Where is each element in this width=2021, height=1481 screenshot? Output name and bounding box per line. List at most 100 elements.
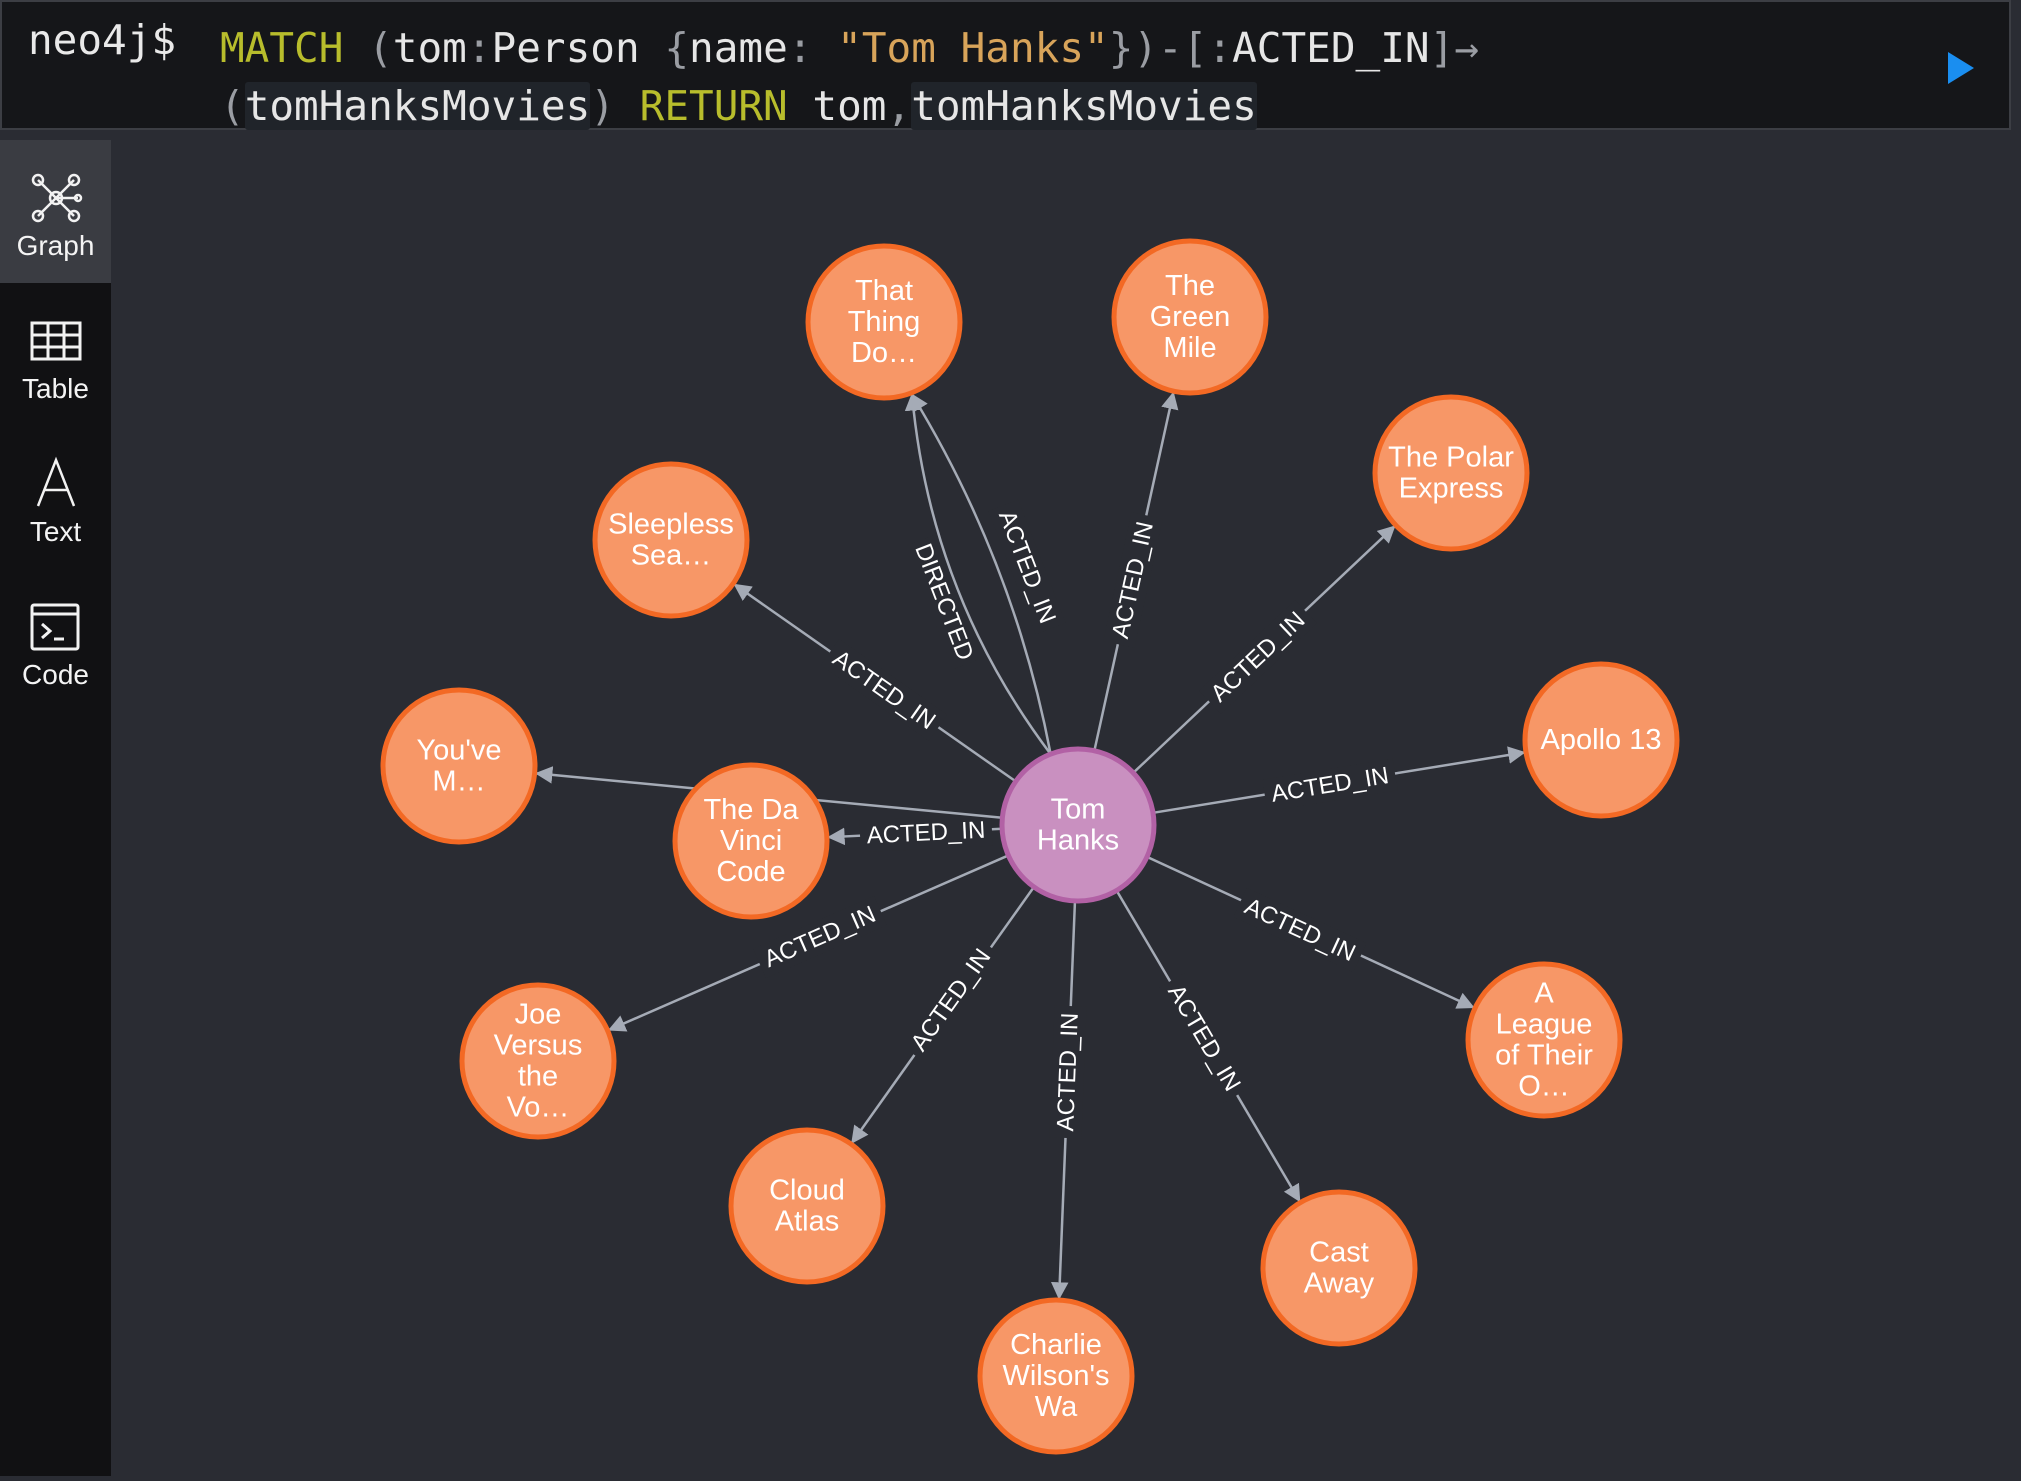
node-caption: Sleepless [608, 509, 734, 541]
sidebar-item-label: Text [29, 516, 82, 547]
node-caption: Versus [494, 1030, 583, 1062]
person-node-tom-hanks-circle[interactable] [999, 746, 1157, 904]
relationship-edge[interactable] [904, 393, 1052, 755]
edge-label-bg [905, 534, 983, 670]
node-caption: Code [716, 856, 785, 888]
sidebar-item-label: Code [22, 659, 89, 690]
node-caption: Joe [515, 999, 562, 1031]
movie-node-that-thing[interactable]: ThatThingDo… [805, 243, 963, 401]
movie-node-youve-mail[interactable]: You'veM… [380, 687, 538, 845]
paren-open: ( [343, 24, 393, 72]
edge-label-bg [1103, 512, 1163, 648]
node-caption: M… [432, 766, 485, 798]
node-caption: The Da [703, 794, 799, 826]
movie-node-green-mile-circle[interactable] [1111, 238, 1269, 396]
prop-name: name [689, 24, 788, 72]
view-sidebar: Graph Table Text Code [0, 140, 111, 1476]
kw-match: MATCH [220, 24, 344, 72]
sidebar-item-code[interactable]: Code [0, 569, 111, 712]
graph-icon [31, 173, 83, 223]
movie-node-youve-mail-circle[interactable] [380, 687, 538, 845]
sidebar-item-table[interactable]: Table [0, 283, 111, 426]
movie-node-that-thing-circle[interactable] [805, 243, 963, 401]
comma: , [886, 82, 912, 130]
edge-label-bg [859, 813, 993, 853]
node-caption: Mile [1163, 332, 1216, 364]
relationship-edge[interactable] [911, 393, 1052, 755]
node-caption: The [1165, 270, 1215, 302]
edge-label-bg [1262, 758, 1398, 812]
movie-node-league-circle[interactable] [1465, 961, 1623, 1119]
sidebar-item-graph[interactable]: Graph [0, 140, 111, 283]
text-icon [36, 456, 76, 507]
node-caption: Vinci [720, 825, 782, 857]
rel-type: ACTED_IN [1232, 24, 1430, 72]
node-caption: Wilson's [1002, 1360, 1109, 1392]
node-caption: of Their [1495, 1040, 1593, 1072]
node-caption: The Polar [1388, 442, 1514, 474]
code-icon [30, 603, 80, 651]
node-caption: That [855, 275, 913, 307]
movie-node-cast-away-circle[interactable] [1260, 1189, 1418, 1347]
movie-node-charlie-wilson-circle[interactable] [977, 1297, 1135, 1455]
movie-node-cloud-atlas-circle[interactable] [728, 1127, 886, 1285]
movie-node-joe-versus-circle[interactable] [459, 982, 617, 1140]
edge-label-bg [820, 639, 948, 741]
edge-label-bg [753, 895, 887, 979]
node-caption: Sea… [631, 540, 712, 572]
edge-label: ACTED_IN [1206, 606, 1311, 707]
colon: : [466, 24, 492, 72]
movie-node-sleepless-circle[interactable] [592, 461, 750, 619]
edge-label: ACTED_IN [1107, 519, 1159, 641]
node-caption: You've [416, 735, 501, 767]
brace-open: { [639, 24, 690, 72]
node-caption: Vo… [507, 1092, 570, 1124]
return-tom: tom [787, 82, 887, 130]
node-caption: League [1496, 1009, 1593, 1041]
node-caption: Atlas [775, 1206, 839, 1238]
edge-label: ACTED_IN [1240, 893, 1359, 967]
node-caption: Green [1150, 301, 1231, 333]
edge-label-bg [1156, 973, 1252, 1103]
rel-colon: : [1207, 24, 1233, 72]
movie-node-da-vinci-circle[interactable] [672, 762, 830, 920]
movie-node-apollo13-circle[interactable] [1522, 661, 1680, 819]
play-icon [1948, 52, 1974, 84]
brace-close: } [1108, 24, 1134, 72]
query-line-1[interactable]: MATCH (tom:Person {name: "Tom Hanks"})-[… [220, 20, 1479, 76]
node-caption: Express [1399, 473, 1504, 505]
node-caption: Cloud [769, 1175, 845, 1207]
query-editor[interactable]: neo4j$ MATCH (tom:Person {name: "Tom Han… [0, 0, 2011, 130]
edge-label: ACTED_IN [866, 817, 986, 850]
node-caption: the [518, 1061, 558, 1093]
movie-node-polar-express-circle[interactable] [1372, 394, 1530, 552]
edge-label-bg [1049, 1005, 1087, 1139]
node-caption: Away [1304, 1268, 1375, 1300]
node-caption: A [1534, 978, 1554, 1010]
run-query-button[interactable] [1946, 50, 1976, 86]
movie-node-joe-versus[interactable]: JoeVersustheVo… [459, 982, 617, 1140]
query-line-2[interactable]: (tomHanksMovies) RETURN tom,tomHanksMovi… [220, 78, 1257, 134]
paren-open: ( [220, 82, 245, 130]
node-caption: Thing [848, 306, 921, 338]
rel-open: )-[ [1133, 24, 1208, 72]
node-caption: Apollo 13 [1541, 724, 1662, 756]
node-caption: O… [1518, 1071, 1570, 1103]
edge-label: ACTED_IN [828, 645, 941, 735]
movie-node-sleepless[interactable]: SleeplessSea… [592, 461, 750, 619]
sidebar-item-label: Table [22, 373, 89, 404]
movie-node-apollo13[interactable]: Apollo 13 [1522, 661, 1680, 819]
sidebar-item-text[interactable]: Text [0, 426, 111, 569]
node-caption: Do… [851, 337, 917, 369]
node-caption: Wa [1035, 1391, 1078, 1423]
